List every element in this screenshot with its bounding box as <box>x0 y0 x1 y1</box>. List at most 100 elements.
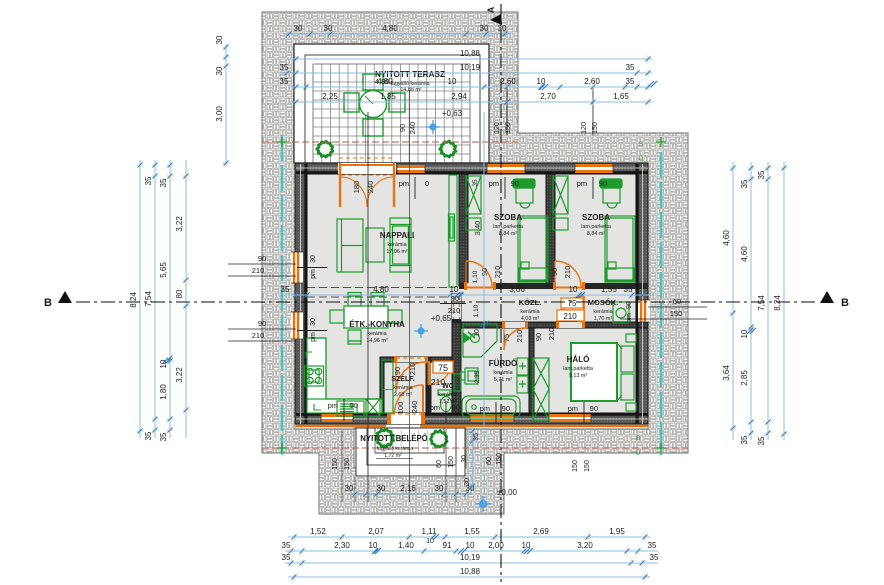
svg-text:8,84 m²: 8,84 m² <box>499 231 517 237</box>
svg-text:90: 90 <box>502 404 510 413</box>
svg-text:Ü: Ü <box>639 156 643 163</box>
svg-text:35: 35 <box>280 77 289 86</box>
svg-text:kerámia: kerámia <box>438 392 457 398</box>
svg-text:91: 91 <box>443 541 452 550</box>
svg-text:pm: pm <box>577 179 587 188</box>
svg-text:1,11: 1,11 <box>422 527 438 536</box>
svg-text:150: 150 <box>496 453 503 465</box>
svg-text:150: 150 <box>448 456 455 468</box>
svg-text:WC: WC <box>442 383 454 390</box>
svg-text:1,52 m²: 1,52 m² <box>439 399 457 405</box>
svg-text:2,60: 2,60 <box>500 77 516 86</box>
svg-text:2,94: 2,94 <box>451 92 467 101</box>
svg-text:75: 75 <box>502 334 511 342</box>
svg-text:10: 10 <box>450 285 459 294</box>
svg-text:210: 210 <box>448 306 461 315</box>
svg-text:kerámia: kerámia <box>393 385 412 391</box>
svg-text:240: 240 <box>410 401 419 414</box>
svg-text:30: 30 <box>294 24 303 33</box>
svg-text:10: 10 <box>474 329 481 337</box>
svg-text:210: 210 <box>563 266 572 279</box>
svg-text:SZOBA: SZOBA <box>582 213 610 222</box>
svg-text:10: 10 <box>448 77 457 86</box>
svg-text:4,60: 4,60 <box>722 230 731 246</box>
svg-text:7,54: 7,54 <box>144 291 153 307</box>
svg-text:90: 90 <box>398 124 407 132</box>
svg-text:150: 150 <box>344 458 351 470</box>
svg-text:90: 90 <box>393 367 402 375</box>
svg-text:Ü: Ü <box>636 450 640 457</box>
svg-text:1,10: 1,10 <box>472 270 479 283</box>
svg-text:90: 90 <box>599 179 607 188</box>
svg-text:30: 30 <box>461 455 468 463</box>
svg-text:35: 35 <box>472 179 479 187</box>
svg-text:2,25: 2,25 <box>322 92 338 101</box>
svg-text:210: 210 <box>408 363 417 376</box>
svg-text:pm: pm <box>310 269 317 279</box>
svg-text:210: 210 <box>515 330 524 343</box>
svg-text:35: 35 <box>757 170 766 179</box>
svg-text:2,16: 2,16 <box>400 484 416 493</box>
svg-text:210: 210 <box>493 266 502 279</box>
svg-text:4,80: 4,80 <box>377 77 393 86</box>
svg-text:0: 0 <box>425 179 429 188</box>
svg-text:35: 35 <box>282 553 291 562</box>
svg-text:pm: pm <box>430 403 440 412</box>
svg-text:17,06 m²: 17,06 m² <box>386 249 407 255</box>
svg-text:kerámia: kerámia <box>520 309 539 315</box>
svg-text:2,70: 2,70 <box>540 92 556 101</box>
svg-text:3,22: 3,22 <box>175 367 184 383</box>
svg-text:30: 30 <box>345 484 354 493</box>
svg-text:8,24: 8,24 <box>773 295 782 311</box>
svg-text:35: 35 <box>282 541 291 550</box>
svg-text:90: 90 <box>452 403 460 412</box>
svg-text:HÁLÓ: HÁLÓ <box>567 355 590 364</box>
svg-text:1,55: 1,55 <box>464 527 480 536</box>
svg-text:1,70 m²: 1,70 m² <box>594 316 612 322</box>
svg-text:90: 90 <box>350 401 358 410</box>
svg-text:10: 10 <box>740 329 749 338</box>
svg-text:kerámia: kerámia <box>387 242 406 248</box>
svg-text:35: 35 <box>740 435 749 444</box>
svg-text:35: 35 <box>159 178 168 187</box>
svg-text:30: 30 <box>215 35 224 44</box>
svg-text:75: 75 <box>568 299 577 308</box>
svg-text:5,65: 5,65 <box>159 262 168 278</box>
svg-text:pm: pm <box>328 401 338 410</box>
svg-text:210: 210 <box>563 312 577 321</box>
svg-text:150: 150 <box>670 309 683 318</box>
svg-text:pm: pm <box>399 179 409 188</box>
svg-text:14,96 m²: 14,96 m² <box>366 338 387 344</box>
svg-text:3,20: 3,20 <box>577 541 593 550</box>
svg-text:10: 10 <box>569 285 578 294</box>
svg-text:210: 210 <box>431 377 445 387</box>
svg-text:2,07: 2,07 <box>368 527 384 536</box>
svg-text:10: 10 <box>159 359 168 368</box>
svg-text:pm: pm <box>489 179 499 188</box>
svg-text:150: 150 <box>584 460 591 472</box>
svg-text:pm: pm <box>480 404 490 413</box>
svg-text:30: 30 <box>377 484 386 493</box>
svg-text:150: 150 <box>572 460 579 472</box>
svg-text:kerámia: kerámia <box>493 370 512 376</box>
svg-text:35: 35 <box>740 179 749 188</box>
svg-text:fagyálló kerámia: fagyálló kerámia <box>390 81 429 87</box>
svg-text:NAPPALI: NAPPALI <box>380 231 415 240</box>
svg-text:100: 100 <box>396 402 405 415</box>
svg-text:210: 210 <box>252 266 265 275</box>
svg-text:2,69: 2,69 <box>533 527 549 536</box>
svg-text:35: 35 <box>650 553 659 562</box>
svg-text:30: 30 <box>310 318 317 326</box>
svg-text:1,55: 1,55 <box>601 285 617 294</box>
svg-text:ÉTK.-KONYHA: ÉTK.-KONYHA <box>349 320 405 329</box>
svg-text:150: 150 <box>592 122 599 134</box>
svg-text:kerámia: kerámia <box>593 309 612 315</box>
svg-text:3,66: 3,66 <box>509 285 525 294</box>
svg-text:30: 30 <box>435 484 444 493</box>
svg-text:lam.parketta: lam.parketta <box>581 224 611 230</box>
svg-text:120: 120 <box>581 122 588 134</box>
svg-text:10,19: 10,19 <box>460 553 481 562</box>
svg-text:35: 35 <box>144 431 153 440</box>
svg-text:±0,00: ±0,00 <box>497 488 518 497</box>
svg-text:4,80: 4,80 <box>375 77 390 86</box>
